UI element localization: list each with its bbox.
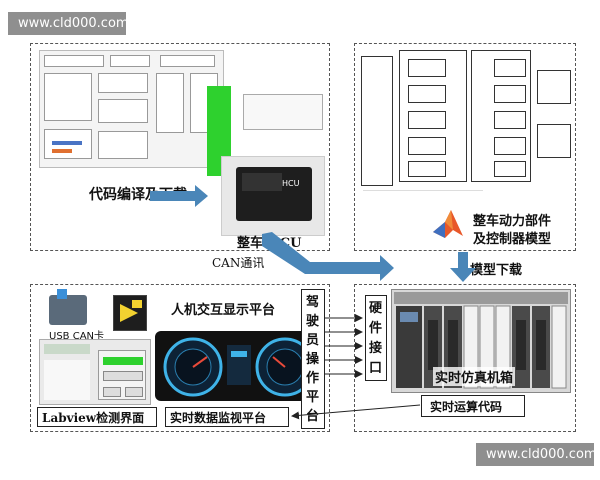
simulink-screenshot bbox=[39, 50, 224, 168]
dashboard-image bbox=[155, 331, 323, 401]
realtime-panel: 硬 件 接 口 实时仿真机箱 实时运算代码 bbox=[354, 284, 576, 432]
usb-can-device bbox=[49, 289, 87, 325]
hcu-photo: HCU bbox=[221, 156, 325, 236]
control-pad bbox=[98, 350, 146, 400]
hardware-if-char: 硬 bbox=[369, 301, 383, 316]
realtime-code-label: 实时运算代码 bbox=[430, 400, 503, 414]
model-sub-block bbox=[494, 137, 526, 155]
pad-button bbox=[103, 371, 143, 381]
watermark-top: www.cld000.com bbox=[8, 12, 129, 35]
green-indicator bbox=[103, 357, 143, 365]
can-comm-arrow bbox=[262, 232, 394, 281]
block bbox=[98, 73, 148, 93]
driver-op-char: 操 bbox=[306, 352, 320, 367]
can-comm-label: CAN通讯 bbox=[212, 256, 265, 270]
panel-area bbox=[44, 360, 90, 400]
labview-ui-label: Labview检测界面 bbox=[42, 411, 145, 425]
block bbox=[98, 131, 148, 159]
driver-op-char: 驶 bbox=[306, 314, 320, 329]
vehicle-model-panel: 整车动力部件 及控制器模型 bbox=[354, 43, 576, 251]
watermark-bottom: www.cld000.com bbox=[476, 443, 597, 466]
realtime-code-box: 实时运算代码 bbox=[421, 395, 525, 417]
block bbox=[44, 55, 104, 67]
usb-can-label: USB CAN卡 bbox=[49, 331, 105, 342]
pad-button bbox=[103, 387, 121, 397]
model-group-1 bbox=[399, 50, 467, 182]
model-sub-block bbox=[408, 161, 446, 177]
driver-op-char: 驾 bbox=[306, 295, 320, 310]
vehicle-model-label-1: 整车动力部件 bbox=[473, 214, 552, 229]
model-sub-block bbox=[494, 85, 526, 103]
hmi-panel: USB CAN卡 人机交互显示平台 Labview检 bbox=[30, 284, 330, 432]
code-window bbox=[243, 94, 323, 130]
model-sub-block bbox=[494, 161, 526, 177]
code-compile-panel: HCU 代码编译及下载 整车 HCU bbox=[30, 43, 330, 251]
model-sub-block bbox=[408, 85, 446, 103]
monitor-arrow bbox=[291, 404, 421, 420]
labview-screenshot bbox=[39, 339, 151, 405]
block bbox=[156, 73, 184, 133]
driver-op-char: 员 bbox=[306, 333, 320, 348]
driver-op-char: 作 bbox=[306, 371, 320, 386]
labview-icon bbox=[113, 295, 147, 331]
panel-row bbox=[44, 344, 90, 354]
pad-button bbox=[125, 387, 143, 397]
driver-op-char: 平 bbox=[306, 390, 320, 405]
hcu-chip-label: HCU bbox=[282, 179, 300, 188]
hardware-if-char: 接 bbox=[369, 341, 383, 356]
driver-op-char: 台 bbox=[306, 409, 320, 424]
blue-mark bbox=[52, 141, 82, 145]
monitor-platform-box: 实时数据监视平台 bbox=[165, 407, 289, 427]
model-sub-block bbox=[494, 111, 526, 129]
model-sub-block bbox=[494, 59, 526, 77]
model-notes bbox=[363, 190, 483, 225]
model-input-block bbox=[361, 56, 393, 186]
monitor-platform-label: 实时数据监视平台 bbox=[170, 411, 267, 425]
code-download-arrow bbox=[150, 185, 208, 207]
block bbox=[44, 73, 92, 121]
hardware-if-box: 硬 件 接 口 bbox=[365, 295, 387, 381]
model-download-label: 模型下载 bbox=[470, 263, 523, 278]
usb-plug bbox=[57, 289, 67, 299]
labview-ui-box: Labview检测界面 bbox=[37, 407, 157, 427]
hmi-platform-label: 人机交互显示平台 bbox=[171, 303, 276, 318]
vehicle-model-label-2: 及控制器模型 bbox=[473, 232, 552, 247]
model-download-arrow bbox=[450, 252, 476, 282]
block bbox=[98, 99, 148, 123]
realtime-box-label: 实时仿真机箱 bbox=[433, 367, 516, 386]
orange-mark bbox=[52, 149, 72, 153]
model-output-block-2 bbox=[537, 124, 571, 158]
model-sub-block bbox=[408, 59, 446, 77]
block bbox=[160, 55, 215, 67]
block bbox=[110, 55, 150, 67]
model-output-block-1 bbox=[537, 70, 571, 104]
matlab-icon bbox=[431, 208, 465, 240]
hardware-if-label: 硬 件 接 口 bbox=[369, 299, 385, 379]
driver-op-label: 驾 驶 员 操 作 平 台 bbox=[306, 293, 322, 426]
model-sub-block bbox=[408, 111, 446, 129]
hcu-connector bbox=[242, 173, 282, 191]
hardware-if-char: 口 bbox=[369, 361, 383, 376]
model-sub-block bbox=[408, 137, 446, 155]
model-group-2 bbox=[471, 50, 531, 182]
driver-op-box: 驾 驶 员 操 作 平 台 bbox=[301, 289, 325, 429]
hardware-if-char: 件 bbox=[369, 321, 383, 336]
